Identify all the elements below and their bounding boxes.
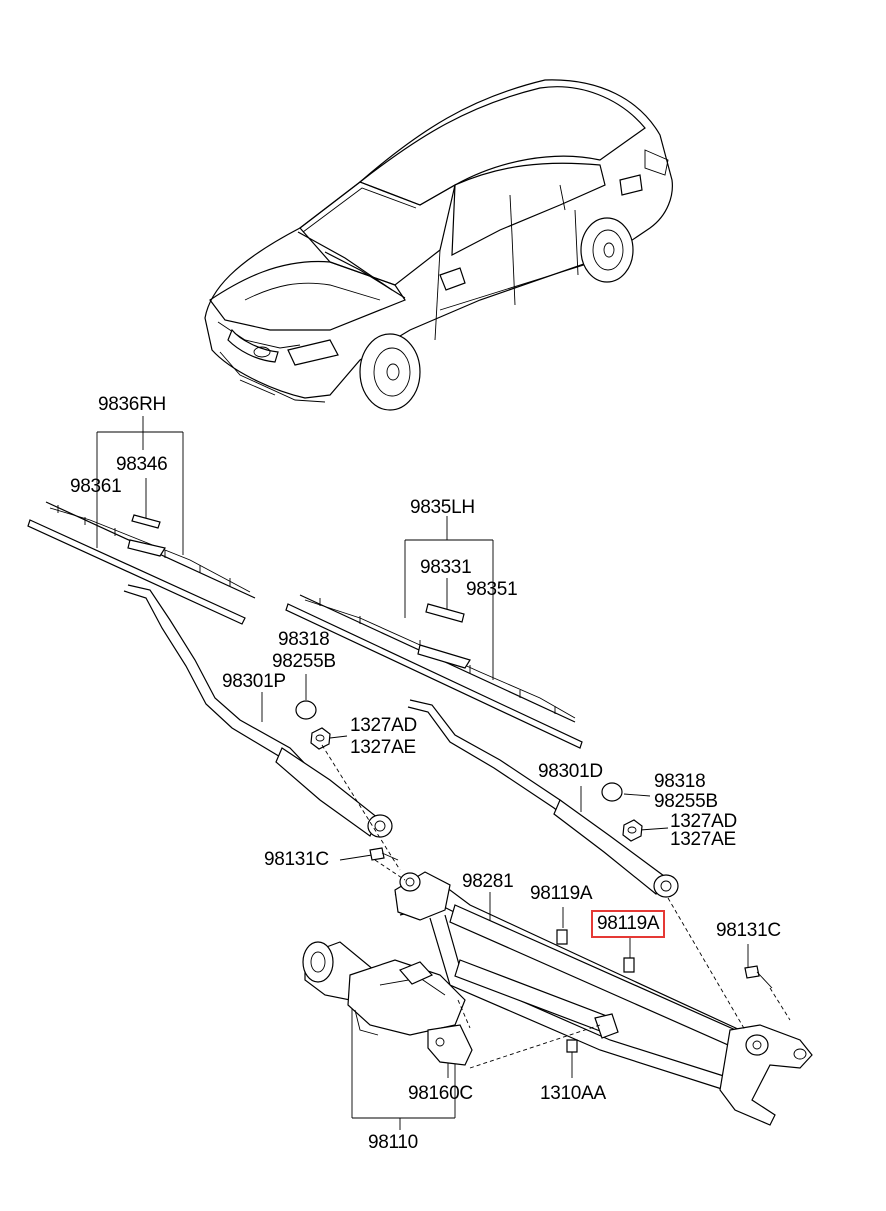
wiper-motor: [302, 941, 473, 1066]
label-98301P: 98301P: [222, 671, 286, 692]
label-98255B-lh: 98255B: [654, 791, 718, 812]
label-98131C-left: 98131C: [264, 849, 329, 870]
label-98346: 98346: [116, 454, 168, 475]
lh-wiper-blade: [285, 594, 583, 749]
label-98361: 98361: [70, 476, 122, 497]
label-9836RH: 9836RH: [98, 394, 166, 415]
label-98255B-rh: 98255B: [272, 651, 336, 672]
lh-wiper-arm: [407, 699, 679, 898]
label-98119A-highlighted[interactable]: 98119A: [591, 910, 666, 938]
car-illustration: [204, 79, 673, 411]
rh-wiper-arm: [123, 584, 393, 838]
label-1327AE-lh: 1327AE: [670, 829, 736, 850]
label-98318-rh: 98318: [278, 629, 330, 650]
wiper-linkage: [394, 871, 813, 1126]
label-98331: 98331: [420, 557, 472, 578]
label-98131C-right: 98131C: [716, 920, 781, 941]
label-98160C: 98160C: [408, 1083, 473, 1104]
rh-wiper-blade: [27, 501, 256, 625]
caps-and-nuts: [295, 700, 643, 842]
label-98301D: 98301D: [538, 761, 603, 782]
label-1327AE-rh: 1327AE: [350, 737, 416, 758]
label-98281: 98281: [462, 871, 514, 892]
label-1310AA: 1310AA: [540, 1083, 606, 1104]
label-1327AD-lh: 1327AD: [670, 811, 737, 832]
assembly-dashed-lines: [321, 744, 791, 1069]
label-98119A: 98119A: [530, 883, 593, 904]
label-98318-lh: 98318: [654, 771, 706, 792]
label-9835LH: 9835LH: [410, 497, 475, 518]
label-98110: 98110: [368, 1132, 418, 1153]
label-1327AD-rh: 1327AD: [350, 715, 417, 736]
fasteners: [369, 847, 773, 1053]
label-98351: 98351: [466, 579, 518, 600]
